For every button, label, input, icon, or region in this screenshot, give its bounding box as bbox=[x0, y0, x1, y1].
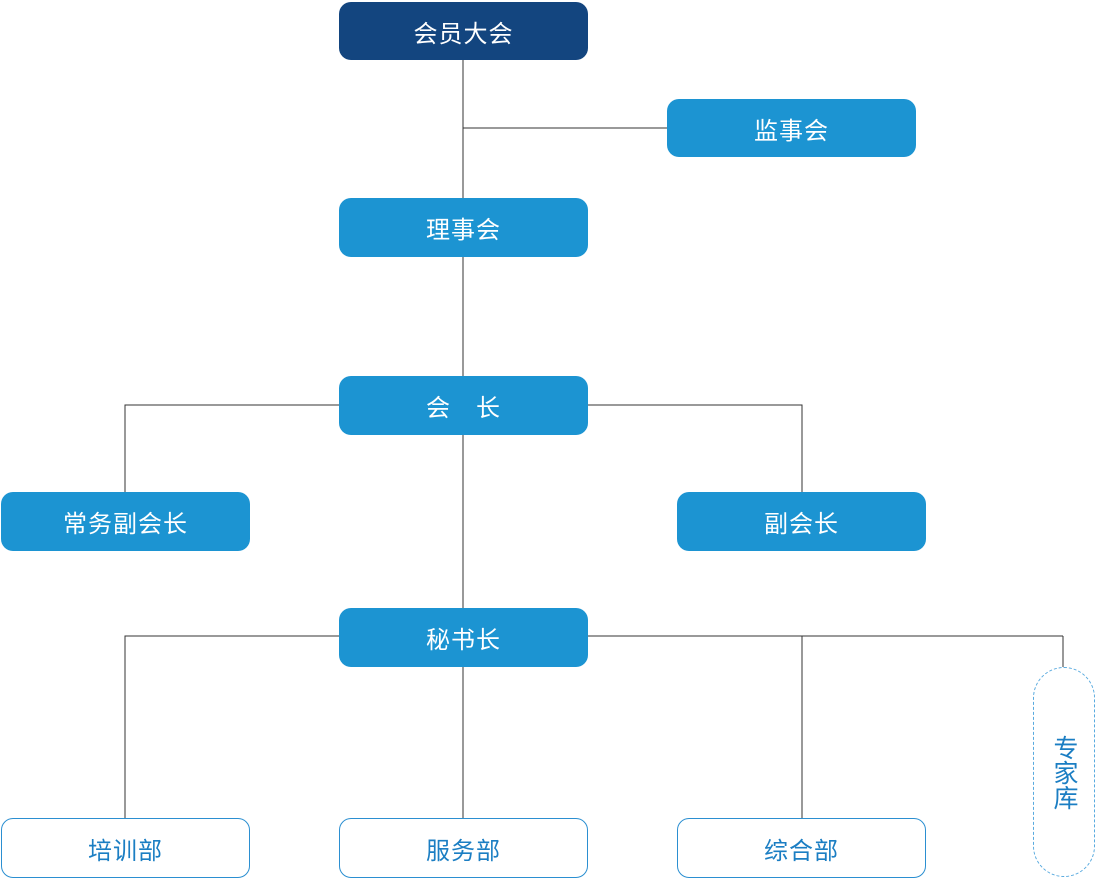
connector-training bbox=[124, 635, 339, 818]
node-service-dept: 服务部 bbox=[339, 818, 588, 878]
node-president: 会 长 bbox=[339, 376, 588, 435]
node-training-dept: 培训部 bbox=[1, 818, 250, 878]
node-label: 会 长 bbox=[426, 394, 501, 422]
node-general-affairs-dept: 综合部 bbox=[677, 818, 926, 878]
node-label: 培训部 bbox=[88, 836, 163, 865]
node-supervisory-board: 监事会 bbox=[667, 99, 916, 157]
node-label: 秘书长 bbox=[426, 626, 501, 654]
node-council: 理事会 bbox=[339, 198, 588, 257]
node-label: 常务副会长 bbox=[63, 510, 188, 538]
node-executive-vice-president: 常务副会长 bbox=[1, 492, 250, 551]
node-member-assembly: 会员大会 bbox=[339, 2, 588, 60]
node-label: 专家库 bbox=[1050, 734, 1079, 810]
node-label: 监事会 bbox=[754, 116, 829, 145]
node-label: 服务部 bbox=[426, 836, 501, 865]
node-label: 综合部 bbox=[764, 836, 839, 865]
node-label: 理事会 bbox=[426, 216, 501, 244]
node-label: 会员大会 bbox=[413, 19, 514, 48]
node-secretary-general: 秘书长 bbox=[339, 608, 588, 667]
node-expert-pool: 专家库 bbox=[1033, 667, 1095, 877]
connector-exec-vp bbox=[124, 404, 339, 492]
node-vice-president: 副会长 bbox=[677, 492, 926, 551]
node-label: 副会长 bbox=[764, 510, 839, 538]
connector-vp bbox=[588, 404, 803, 492]
